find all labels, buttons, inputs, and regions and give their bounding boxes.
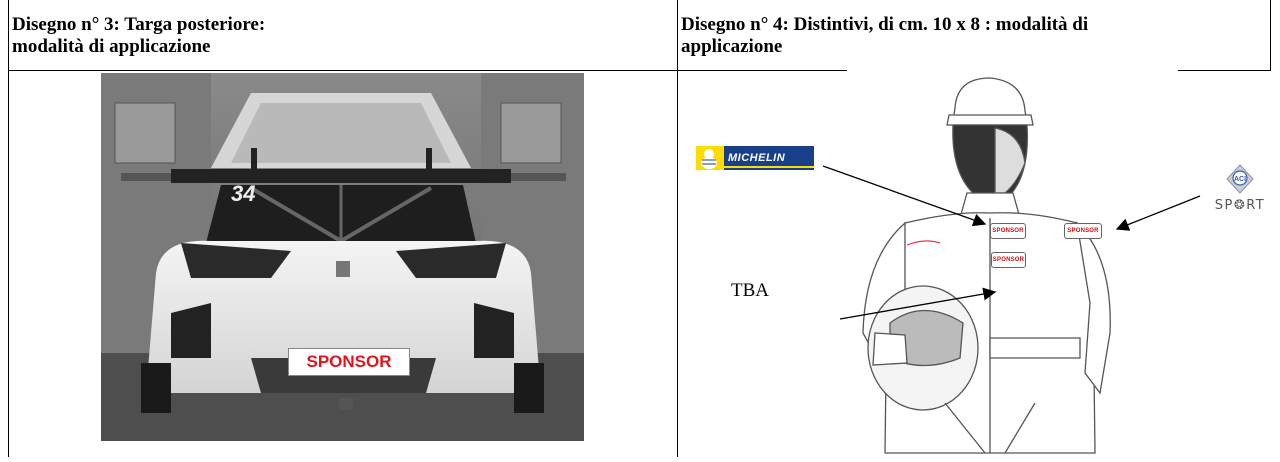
tba-label: TBA <box>731 280 769 301</box>
car-number: 34 <box>231 181 255 206</box>
aci-sport-logo: ACI SP❂RT <box>1201 163 1279 223</box>
table-border-bottom-left <box>8 70 678 71</box>
right-header-line1: Disegno n° 4: Distintivi, di cm. 10 x 8 … <box>681 14 1089 35</box>
sponsor-badge-chest-right: SPONSOR <box>1064 223 1102 239</box>
right-header: Disegno n° 4: Distintivi, di cm. 10 x 8 … <box>681 14 1088 58</box>
table-border-bottom-right-b <box>1178 70 1271 71</box>
aci-sport-text: SP❂RT <box>1214 198 1266 213</box>
rear-plate-sponsor: SPONSOR <box>288 348 410 376</box>
table-border-left <box>8 0 9 457</box>
left-header-line2: modalità di applicazione <box>12 36 211 57</box>
driver-illustration <box>862 77 1111 454</box>
left-header: Disegno n° 3: Targa posteriore: modalità… <box>12 14 265 58</box>
michelin-text: MICHELIN <box>728 152 786 164</box>
driver-drawing <box>845 73 1125 457</box>
arrow-aci <box>1115 195 1201 231</box>
sponsor-badge-chest-left: SPONSOR <box>990 223 1026 239</box>
michelin-underline <box>724 166 814 168</box>
table-border-middle <box>677 0 678 457</box>
table-border-right <box>1270 0 1271 71</box>
car-rear-photo: 34 <box>101 73 584 441</box>
right-header-line2: applicazione <box>681 36 783 57</box>
sponsor-badge-lower: SPONSOR <box>991 252 1026 268</box>
table-border-bottom-right-a <box>677 70 847 71</box>
michelin-logo: MICHELIN <box>696 146 814 170</box>
aci-small-text: ACI <box>1234 176 1246 183</box>
left-header-line1: Disegno n° 3: Targa posteriore: <box>12 14 266 35</box>
car-illustration: 34 <box>101 73 584 441</box>
aci-emblem-icon: ACI <box>1226 164 1254 194</box>
michelin-man-icon <box>696 146 724 170</box>
